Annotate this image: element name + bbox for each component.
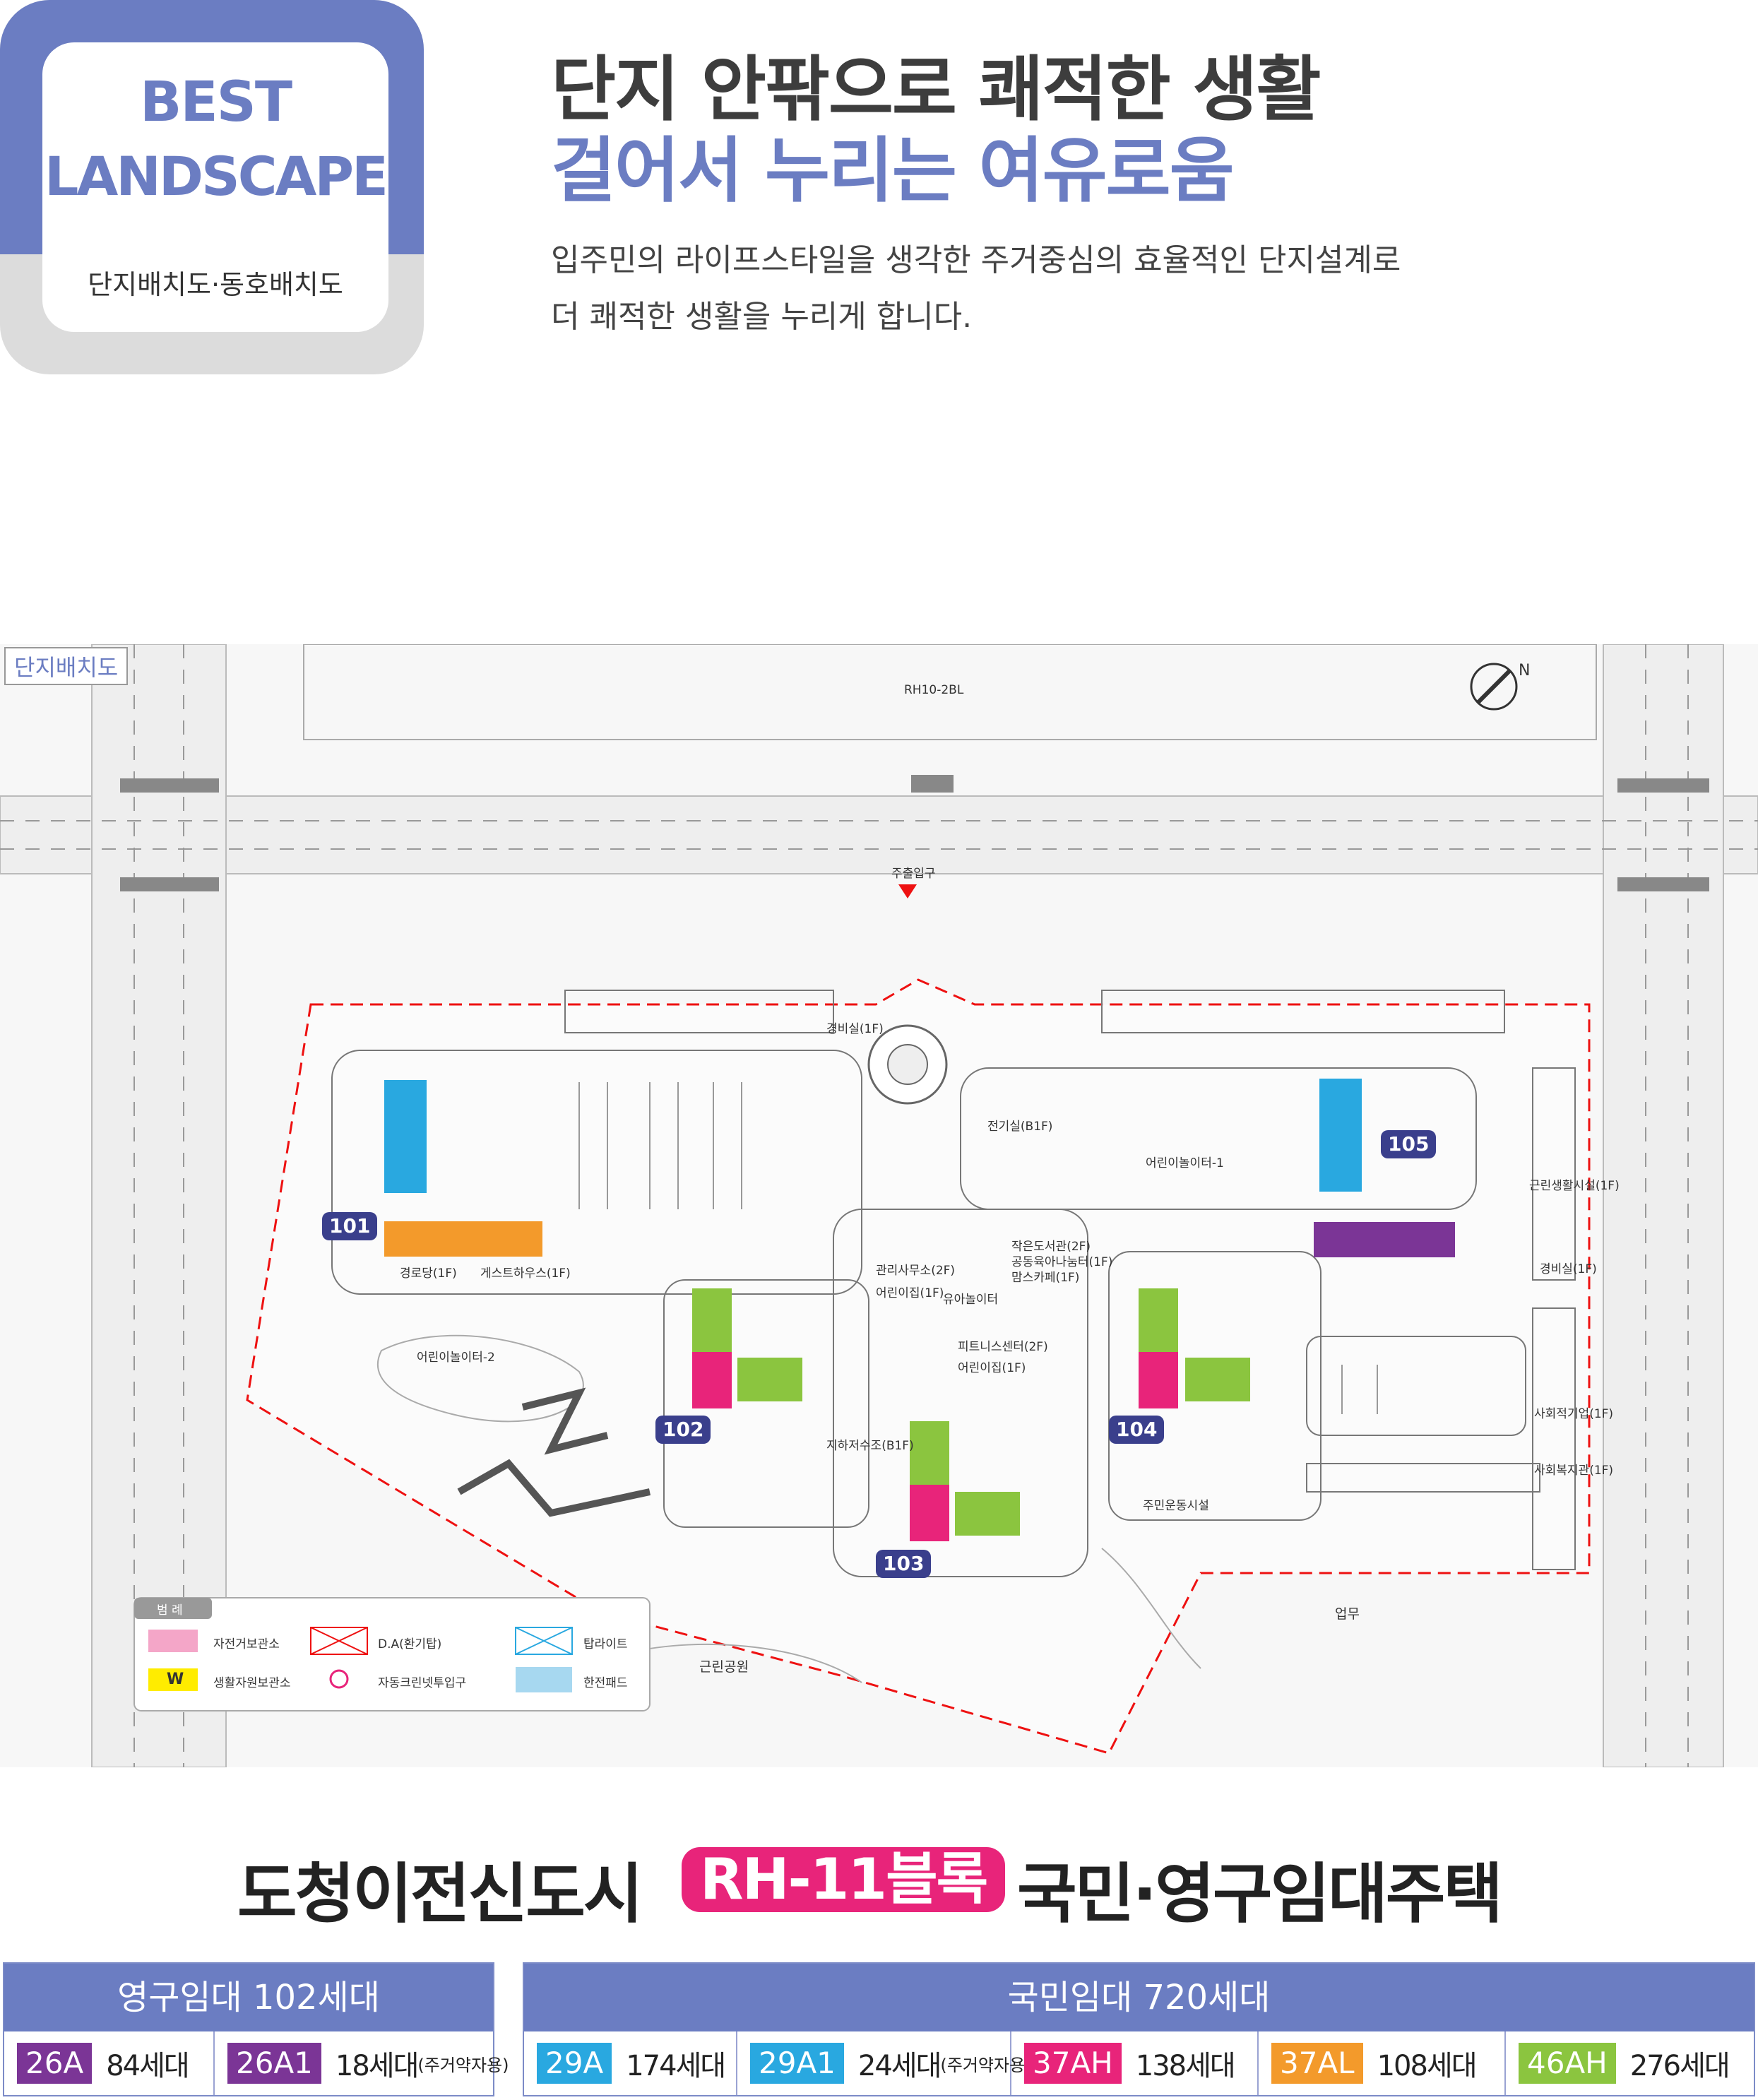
- permanent-row: 26A 84세대 26A1 18세대 (주거약자용): [4, 2031, 509, 2095]
- unit-cell: 26A1 18세대 (주거약자용): [215, 2031, 509, 2095]
- unit-count: 84세대: [106, 2050, 189, 2082]
- label-top-block: RH10-2BL: [904, 683, 964, 697]
- label-guard2: 경비실(1F): [1540, 1262, 1597, 1276]
- label-fitness: 피트니스센터(2F): [958, 1340, 1048, 1354]
- label-social-company: 사회적기업(1F): [1534, 1407, 1614, 1421]
- badge-inner: [42, 42, 388, 332]
- unit-note: (주거약자용): [940, 2055, 1032, 2075]
- label-daycare1: 어린이집(1F): [876, 1286, 944, 1300]
- permanent-header: 영구임대 102세대: [4, 1964, 493, 2031]
- legend-cleannet: 자동크린넷투입구: [378, 1676, 467, 1690]
- unit-count: 138세대: [1135, 2050, 1236, 2082]
- national-header: 국민임대 720세대: [524, 1964, 1754, 2031]
- unit-type-chip: 29A1: [750, 2043, 844, 2084]
- label-childcare: 공동육아나눔터(1F): [1011, 1255, 1113, 1269]
- headline-line2: 걸어서 누리는 여유로움: [551, 129, 1235, 212]
- unit-count: 24세대: [857, 2050, 942, 2082]
- headline-line1: 단지 안팎으로 쾌적한 생활: [551, 48, 1321, 131]
- badge-line1: BEST: [139, 71, 292, 134]
- unit-count: 108세대: [1377, 2050, 1478, 2082]
- unit-type-chip: 26A: [17, 2043, 93, 2084]
- label-water: 지하저수조(B1F): [826, 1439, 914, 1453]
- unit-type-chip: 29A: [537, 2043, 612, 2084]
- legend-bike: 자전거보관소: [213, 1637, 280, 1651]
- label-sports: 주민운동시설: [1143, 1499, 1209, 1513]
- label-guesthouse: 게스트하우스(1F): [480, 1266, 571, 1281]
- legend-title: 범 례: [157, 1603, 183, 1618]
- north-label: N: [1519, 662, 1531, 680]
- label-library: 작은도서관(2F): [1011, 1240, 1091, 1254]
- unit-cell: 37AL 108세대: [1259, 2031, 1506, 2095]
- title-part1: 도청이전신도시: [237, 1856, 643, 1932]
- label-office: 관리사무소(2F): [876, 1264, 956, 1278]
- permanent-rental-table: 영구임대 102세대 26A 84세대 26A1 18세대 (주거약자용): [3, 1962, 509, 2096]
- badge-subtitle: 단지배치도·동호배치도: [88, 269, 343, 300]
- building-105: 105: [1381, 1130, 1437, 1158]
- unit-type-chip: 37AL: [1271, 2043, 1363, 2084]
- label-kids: 유아놀이터: [943, 1293, 999, 1307]
- unit-count: 276세대: [1629, 2050, 1730, 2082]
- label-guard1: 경비실(1F): [826, 1022, 884, 1036]
- unit-cell: 46AH 276세대: [1506, 2031, 1754, 2095]
- building-103: 103: [876, 1550, 932, 1578]
- legend-w-mark: W: [167, 1671, 184, 1688]
- unit-note: (주거약자용): [417, 2055, 509, 2075]
- label-park: 근린공원: [699, 1659, 749, 1675]
- title-highlight: RH-11블록: [682, 1847, 1006, 1912]
- label-playground2: 어린이놀이터-2: [417, 1351, 495, 1365]
- unit-type-chip: 46AH: [1519, 2043, 1616, 2084]
- label-neighborhood: 근린생활시설(1F): [1529, 1179, 1620, 1193]
- national-rental-table: 국민임대 720세대 29A 174세대 29A1 24세대 (주거약자용) 3…: [523, 1962, 1755, 2096]
- national-row: 29A 174세대 29A1 24세대 (주거약자용) 37AH 138세대 3…: [524, 2031, 1754, 2095]
- site-plan: RH10-2BL 주출입구 N 경비실(1F) 전기실(B1F) 어린이놀이터-…: [0, 643, 1758, 1768]
- label-electric: 전기실(B1F): [987, 1120, 1053, 1134]
- badge-line2: LANDSCAPE: [44, 145, 388, 208]
- building-102: 102: [655, 1416, 711, 1444]
- label-welfare: 사회복지관(1F): [1534, 1464, 1614, 1478]
- unit-type-chip: 37AH: [1024, 2043, 1122, 2084]
- site-plan-drawing: [0, 643, 1758, 1768]
- legend-recycle: 생활자원보관소: [213, 1676, 291, 1690]
- map-tag: 단지배치도: [4, 647, 129, 685]
- header-badge: BEST LANDSCAPE 단지배치도·동호배치도: [0, 0, 424, 374]
- label-business: 업무: [1335, 1606, 1360, 1622]
- legend-toplight: 탑라이트: [583, 1637, 628, 1651]
- unit-cell: 26A 84세대: [4, 2031, 215, 2095]
- building-104: 104: [1109, 1416, 1165, 1444]
- legend-da: D.A(환기탑): [378, 1637, 442, 1651]
- unit-cell: 37AH 138세대: [1011, 2031, 1259, 2095]
- title-part2: 국민·영구임대주택: [1017, 1856, 1503, 1932]
- project-title: 도청이전신도시 RH-11블록 국민·영구임대주택: [0, 1840, 1758, 1933]
- unit-type-chip: 26A1: [227, 2043, 321, 2084]
- label-daycare2: 어린이집(1F): [958, 1361, 1026, 1375]
- description-line2: 더 쾌적한 생활을 누리게 합니다.: [551, 299, 973, 335]
- unit-cell: 29A 174세대: [524, 2031, 737, 2095]
- unit-count: 174세대: [626, 2050, 726, 2082]
- label-playground1: 어린이놀이터-1: [1146, 1156, 1224, 1170]
- unit-count: 18세대: [335, 2050, 419, 2082]
- building-101: 101: [322, 1212, 378, 1240]
- label-entrance: 주출입구: [891, 867, 936, 881]
- label-senior: 경로당(1F): [400, 1266, 457, 1281]
- legend-kepco: 한전패드: [583, 1676, 628, 1690]
- unit-cell: 29A1 24세대 (주거약자용): [737, 2031, 1032, 2095]
- description-line1: 입주민의 라이프스타일을 생각한 주거중심의 효율적인 단지설계로: [551, 242, 1401, 278]
- label-cafe: 맘스카페(1F): [1011, 1271, 1080, 1285]
